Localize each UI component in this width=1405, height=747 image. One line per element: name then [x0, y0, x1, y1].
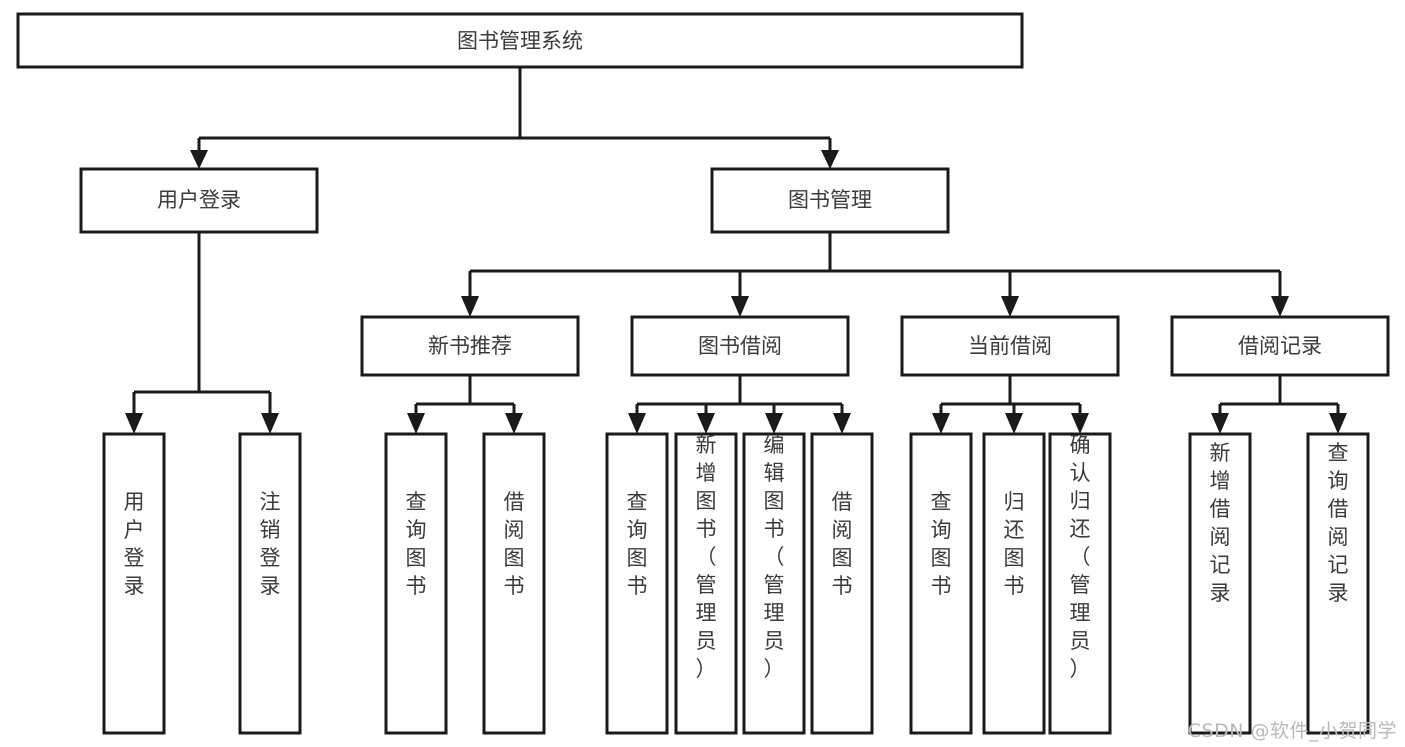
node-leaf-query-book-current[interactable]: 查询图书: [909, 432, 973, 735]
arrowhead-book-borrow: [731, 296, 749, 317]
node-leaf-query-borrow-record-label: 查询借阅记录: [1328, 441, 1349, 605]
node-current-borrow-label: 当前借阅: [968, 334, 1052, 358]
arrowhead-current-borrow: [1001, 296, 1019, 317]
node-leaf-query-book-borrow-box: [605, 432, 669, 735]
node-leaf-query-book-current-box: [909, 432, 973, 735]
arrowhead-leaf-user-login: [125, 413, 143, 434]
node-leaf-query-book-borrow-label: 查询图书: [627, 490, 648, 598]
node-book-management[interactable]: 图书管理: [710, 167, 950, 234]
arrowhead-user-login: [190, 150, 208, 169]
node-leaf-return-book[interactable]: 归还图书: [982, 432, 1046, 735]
node-leaf-query-book-newbook[interactable]: 查询图书: [384, 432, 448, 735]
node-leaf-confirm-return-admin-label: 确认归还（管理员）: [1070, 433, 1091, 681]
arrowhead-leaf-edit-book: [765, 413, 783, 434]
node-borrow-record-box: [1170, 315, 1390, 377]
node-user-login-label: 用户登录: [157, 188, 241, 212]
node-user-login[interactable]: 用户登录: [79, 167, 319, 234]
connector-group-currentborrow-to-leaves: [932, 375, 1089, 434]
node-root-system-label: 图书管理系统: [457, 29, 583, 53]
node-borrow-record[interactable]: 借阅记录: [1170, 315, 1390, 377]
node-book-management-box: [710, 167, 950, 234]
node-current-borrow[interactable]: 当前借阅: [900, 315, 1120, 377]
arrowhead-leaf-borrow-book-a: [505, 413, 523, 434]
node-root-system-box: [16, 12, 1024, 69]
node-leaf-query-book-current-label: 查询图书: [931, 490, 952, 598]
arrowhead-leaf-query-book-b: [628, 413, 646, 434]
arrowhead-leaf-query-book-c: [932, 413, 950, 434]
arrowhead-leaf-add-record: [1211, 413, 1229, 434]
node-leaf-borrow-book-borrow-box: [810, 432, 874, 735]
arrowhead-leaf-confirm-return: [1071, 413, 1089, 434]
connector-group-root-to-level2: [190, 67, 839, 169]
arrowhead-leaf-return-book: [1005, 413, 1023, 434]
node-new-book-recommend[interactable]: 新书推荐: [360, 315, 580, 377]
node-leaf-edit-book-admin-label: 编辑图书（管理员）: [764, 433, 785, 681]
arrowhead-leaf-borrow-book-b: [833, 413, 851, 434]
node-leaf-borrow-book-borrow[interactable]: 借阅图书: [810, 432, 874, 735]
node-new-book-recommend-label: 新书推荐: [428, 334, 512, 358]
arrowhead-new-book: [461, 296, 479, 317]
node-leaf-edit-book-admin-box: [742, 432, 806, 735]
connector-group-bookmanage-to-level3: [461, 232, 1289, 317]
node-new-book-recommend-box: [360, 315, 580, 377]
arrowhead-leaf-add-book: [697, 413, 715, 434]
node-leaf-logout-box: [238, 432, 302, 735]
node-book-borrow-box: [630, 315, 850, 377]
arrowhead-book-manage: [821, 150, 839, 169]
node-leaf-confirm-return-admin[interactable]: 确认归还（管理员）: [1048, 432, 1112, 735]
connector-group-newbook-to-leaves: [407, 375, 523, 434]
node-leaf-borrow-book-newbook-box: [482, 432, 546, 735]
node-leaf-add-borrow-record-label: 新增借阅记录: [1210, 441, 1231, 605]
arrowhead-leaf-query-book-a: [407, 413, 425, 434]
node-root-system[interactable]: 图书管理系统: [16, 12, 1024, 69]
node-leaf-return-book-box: [982, 432, 1046, 735]
node-leaf-add-book-admin-label: 新增图书（管理员）: [696, 433, 717, 681]
node-book-management-label: 图书管理: [788, 188, 872, 212]
arrowhead-leaf-query-record: [1329, 413, 1347, 434]
node-leaf-user-login-box: [102, 432, 166, 735]
node-leaf-query-borrow-record[interactable]: 查询借阅记录: [1306, 432, 1370, 735]
arrowhead-leaf-logout: [261, 413, 279, 434]
arrowhead-borrow-record: [1271, 296, 1289, 317]
node-leaf-return-book-label: 归还图书: [1004, 490, 1025, 598]
node-leaf-logout-label: 注销登录: [260, 490, 281, 598]
node-leaf-borrow-book-newbook-label: 借阅图书: [504, 490, 525, 598]
node-leaf-query-book-newbook-label: 查询图书: [406, 490, 427, 598]
node-leaf-edit-book-admin[interactable]: 编辑图书（管理员）: [742, 432, 806, 735]
node-leaf-logout[interactable]: 注销登录: [238, 432, 302, 735]
node-current-borrow-box: [900, 315, 1120, 377]
connector-group-bookborrow-to-leaves: [628, 375, 851, 434]
node-leaf-confirm-return-admin-box: [1048, 432, 1112, 735]
node-leaf-borrow-book-newbook[interactable]: 借阅图书: [482, 432, 546, 735]
node-book-borrow[interactable]: 图书借阅: [630, 315, 850, 377]
node-leaf-query-book-newbook-box: [384, 432, 448, 735]
node-leaf-add-borrow-record-box: [1188, 432, 1252, 735]
node-leaf-query-book-borrow[interactable]: 查询图书: [605, 432, 669, 735]
connector-group-userlogin-to-leaves: [125, 232, 279, 434]
node-borrow-record-label: 借阅记录: [1238, 334, 1322, 358]
node-leaf-add-borrow-record[interactable]: 新增借阅记录: [1188, 432, 1252, 735]
node-user-login-box: [79, 167, 319, 234]
node-leaf-user-login[interactable]: 用户登录: [102, 432, 166, 735]
csdn-watermark: CSDN @软件_小贺同学: [1187, 720, 1397, 742]
node-leaf-add-book-admin-box: [674, 432, 738, 735]
node-leaf-borrow-book-borrow-label: 借阅图书: [832, 490, 853, 598]
node-leaf-user-login-label: 用户登录: [124, 490, 145, 598]
node-book-borrow-label: 图书借阅: [698, 334, 782, 358]
node-leaf-query-borrow-record-box: [1306, 432, 1370, 735]
node-leaf-add-book-admin[interactable]: 新增图书（管理员）: [674, 432, 738, 735]
connector-group-borrowrecord-to-leaves: [1211, 375, 1347, 434]
